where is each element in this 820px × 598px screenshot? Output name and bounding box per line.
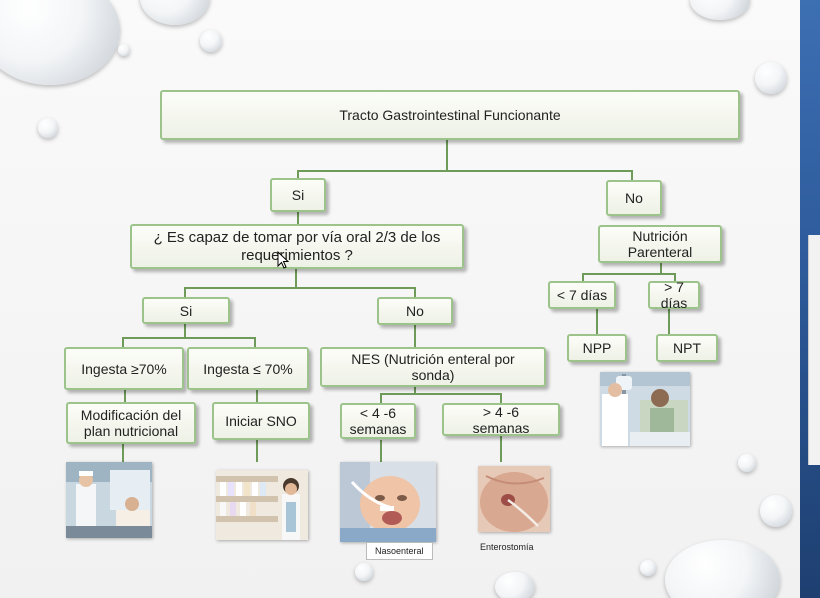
parenteral-patient-photo bbox=[600, 372, 690, 446]
water-drop-decoration bbox=[355, 563, 373, 581]
water-drop-decoration bbox=[738, 454, 756, 472]
nasoenteral-infant-photo bbox=[340, 462, 436, 542]
no-oral-box: No bbox=[377, 297, 453, 325]
connector bbox=[297, 170, 299, 178]
connector bbox=[414, 287, 416, 297]
connector bbox=[660, 262, 662, 274]
water-drop-decoration bbox=[665, 540, 780, 598]
water-drop-decoration bbox=[640, 560, 656, 576]
water-drop-decoration bbox=[140, 0, 210, 25]
connector bbox=[122, 337, 124, 347]
side-bar bbox=[800, 0, 820, 598]
npp-box: NPP bbox=[567, 334, 627, 362]
short-duration-enteral-box: < 4 -6 semanas bbox=[340, 403, 416, 439]
connector bbox=[122, 444, 124, 462]
connector bbox=[184, 287, 416, 289]
root-box: Tracto Gastrointestinal Funcionante bbox=[160, 90, 740, 140]
npt-box: NPT bbox=[656, 334, 718, 362]
water-drop-decoration bbox=[495, 572, 535, 598]
connector bbox=[380, 393, 502, 395]
connector bbox=[256, 440, 258, 462]
connector bbox=[124, 390, 126, 402]
connector bbox=[596, 308, 598, 334]
connector bbox=[122, 337, 256, 339]
connector bbox=[297, 170, 633, 172]
water-drop-decoration bbox=[690, 0, 750, 20]
side-bar-notch bbox=[808, 235, 820, 465]
water-drop-decoration bbox=[200, 30, 222, 52]
connector bbox=[582, 273, 676, 275]
connector bbox=[414, 386, 416, 394]
ingesta-low-box: Ingesta ≤ 70% bbox=[187, 347, 309, 390]
connector bbox=[500, 436, 502, 462]
water-drop-decoration bbox=[118, 44, 130, 56]
connector bbox=[184, 287, 186, 297]
mouse-pointer-icon bbox=[277, 251, 289, 269]
connector bbox=[631, 170, 633, 180]
connector bbox=[254, 337, 256, 347]
connector bbox=[674, 273, 676, 281]
right-no-box: No bbox=[606, 180, 662, 216]
connector bbox=[184, 323, 186, 338]
left-si-box: Si bbox=[270, 178, 326, 212]
connector bbox=[582, 273, 584, 281]
yes-oral-box: Si bbox=[142, 297, 230, 324]
oral-intake-question-box: ¿ Es capaz de tomar por vía oral 2/3 de … bbox=[130, 224, 464, 269]
water-drop-decoration bbox=[38, 118, 58, 138]
pharmacy-photo bbox=[216, 470, 308, 540]
connector bbox=[446, 139, 448, 171]
connector bbox=[668, 308, 670, 334]
connector bbox=[256, 390, 258, 402]
connector bbox=[414, 325, 416, 347]
connector bbox=[500, 393, 502, 403]
water-drop-decoration bbox=[760, 495, 792, 527]
connector bbox=[380, 393, 382, 403]
parenteral-box: Nutrición Parenteral bbox=[598, 225, 722, 263]
water-drop-decoration bbox=[0, 0, 120, 85]
enterostomy-photo bbox=[478, 466, 550, 532]
long-duration-enteral-box: > 4 -6 semanas bbox=[442, 403, 560, 436]
connector bbox=[295, 268, 297, 288]
nasoenteral-caption: Nasoenteral bbox=[366, 542, 433, 560]
water-drop-decoration bbox=[755, 62, 787, 94]
slide: Tracto Gastrointestinal Funcionante Si N… bbox=[0, 0, 800, 598]
enterostomy-caption: Enterostomía bbox=[480, 542, 534, 552]
ingesta-high-box: Ingesta ≥70% bbox=[64, 347, 184, 390]
connector bbox=[297, 211, 299, 224]
short-duration-parenteral-box: < 7 días bbox=[548, 281, 616, 309]
nes-box: NES (Nutrición enteral por sonda) bbox=[320, 347, 546, 387]
nurse-patient-photo bbox=[66, 462, 152, 538]
connector bbox=[380, 440, 382, 462]
modify-plan-box: Modificación del plan nutricional bbox=[66, 402, 196, 444]
long-duration-parenteral-box: > 7 días bbox=[648, 279, 700, 311]
start-sno-box: Iniciar SNO bbox=[212, 402, 310, 440]
